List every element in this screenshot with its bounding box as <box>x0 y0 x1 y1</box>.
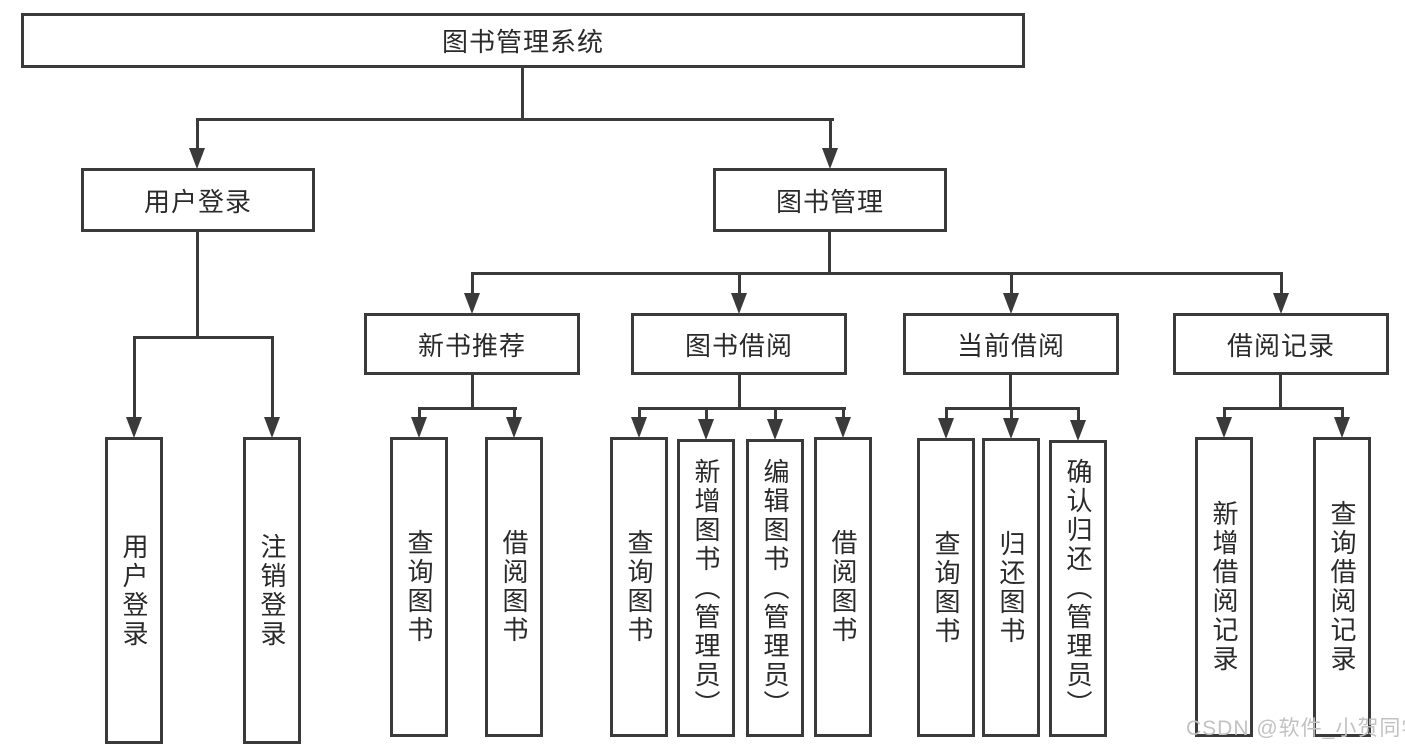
connector-line <box>1077 407 1080 421</box>
connector-line <box>1279 375 1282 410</box>
arrowhead-icon <box>1003 418 1019 439</box>
connector-line <box>842 407 845 421</box>
connector-line <box>418 407 421 421</box>
leaf-query-borrow-record: 查询借阅记录 <box>1313 437 1371 737</box>
leaf-borrow-book-1: 借阅图书 <box>485 437 543 737</box>
connector-line <box>738 375 741 410</box>
connector-line <box>418 407 517 410</box>
arrowhead-icon <box>822 148 838 169</box>
arrowhead-icon <box>1273 293 1289 314</box>
connector-line <box>1010 407 1013 421</box>
connector-line <box>638 407 846 410</box>
connector-line <box>196 232 199 339</box>
arrowhead-icon <box>835 417 851 438</box>
leaf-logout: 注销登录 <box>243 437 301 744</box>
node-current-borrow: 当前借阅 <box>903 313 1119 375</box>
connector-line <box>513 407 516 421</box>
connector-line <box>829 118 832 153</box>
arrowhead-icon <box>506 417 522 438</box>
connector-line <box>1280 272 1283 296</box>
node-book-borrow: 图书借阅 <box>631 313 847 375</box>
connector-line <box>133 336 274 339</box>
connector-line <box>945 407 948 421</box>
connector-line <box>521 68 524 120</box>
leaf-query-book-3: 查询图书 <box>917 438 975 737</box>
connector-line <box>271 336 274 422</box>
arrowhead-icon <box>938 418 954 439</box>
leaf-query-book-1: 查询图书 <box>390 437 448 737</box>
leaf-return-book: 归还图书 <box>982 438 1040 737</box>
node-root-title: 图书管理系统 <box>21 13 1025 68</box>
node-new-book-recommend: 新书推荐 <box>364 313 580 375</box>
leaf-user-login: 用户登录 <box>105 437 163 744</box>
leaf-add-book-admin: 新增图书（管理员） <box>677 439 735 737</box>
connector-line <box>705 407 708 421</box>
arrowhead-icon <box>1003 293 1019 314</box>
leaf-query-book-2: 查询图书 <box>610 437 668 737</box>
connector-line <box>471 375 474 410</box>
leaf-add-borrow-record: 新增借阅记录 <box>1195 437 1253 737</box>
arrowhead-icon <box>264 417 280 438</box>
leaf-confirm-return-admin: 确认归还（管理员） <box>1049 440 1107 737</box>
node-book-management: 图书管理 <box>713 168 947 232</box>
arrowhead-icon <box>464 293 480 314</box>
node-user-login: 用户登录 <box>81 168 315 232</box>
arrowhead-icon <box>126 417 142 438</box>
arrowhead-icon <box>698 419 714 440</box>
arrowhead-icon <box>631 417 647 438</box>
arrowhead-icon <box>767 419 783 440</box>
connector-line <box>1341 407 1344 421</box>
arrowhead-icon <box>1216 417 1232 438</box>
connector-line <box>828 232 831 275</box>
connector-line <box>196 118 834 121</box>
connector-line <box>1223 407 1344 410</box>
connector-line <box>471 272 1282 275</box>
arrowhead-icon <box>1070 420 1086 441</box>
connector-line <box>638 407 641 421</box>
arrowhead-icon <box>411 417 427 438</box>
arrowhead-icon <box>189 148 205 169</box>
connector-line <box>1223 407 1226 421</box>
connector-line <box>133 336 136 422</box>
leaf-borrow-book-2: 借阅图书 <box>814 437 872 737</box>
connector-line <box>196 118 199 153</box>
connector-line <box>738 272 741 296</box>
connector-line <box>1009 375 1012 410</box>
connector-line <box>471 272 474 296</box>
arrowhead-icon <box>731 293 747 314</box>
csdn-watermark: CSDN @软件_小贺同学 <box>1186 717 1405 740</box>
arrowhead-icon <box>1334 417 1350 438</box>
node-borrow-records: 借阅记录 <box>1173 313 1389 375</box>
leaf-edit-book-admin: 编辑图书（管理员） <box>746 439 804 737</box>
connector-line <box>774 407 777 421</box>
connector-line <box>1010 272 1013 296</box>
